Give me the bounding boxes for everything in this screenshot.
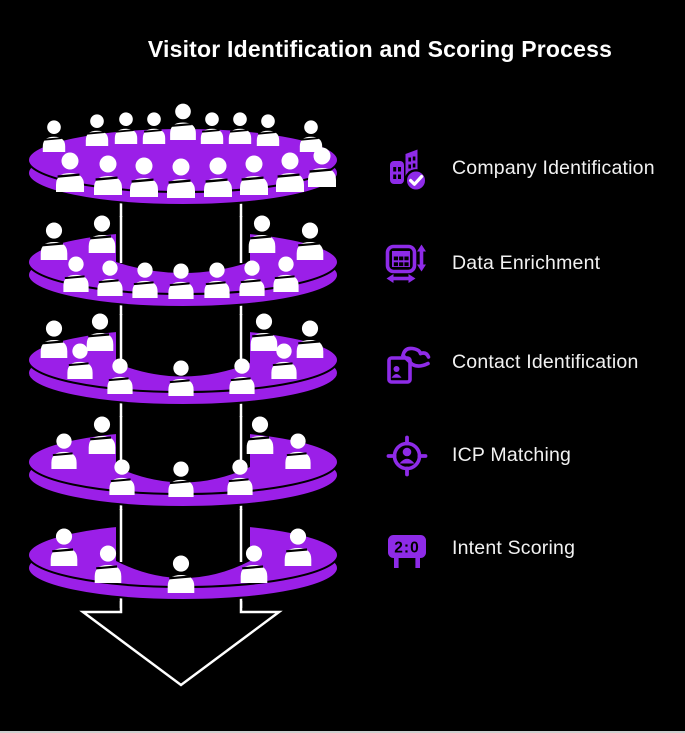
company-identification-icon [390,149,428,192]
person-icon [256,114,280,146]
disc-hole [116,315,250,377]
icp-matching-icon [386,435,428,477]
person-icon [85,114,109,146]
disc-hole [116,217,250,273]
disc-hole [116,417,250,483]
legend-label: Company Identification [452,156,655,179]
legend-row-icp-matching: ICP Matching [383,430,571,480]
legend-label: Contact Identification [452,350,639,373]
legend-row-data-enrichment: Data Enrichment [383,238,600,288]
down-arrow [79,601,283,687]
funnel-stage-3 [27,313,339,406]
funnel-stage-5 [27,509,339,601]
person-icon [42,120,66,152]
funnel-stage-4 [27,416,339,508]
disc-hole [116,510,250,578]
person-icon [114,112,138,144]
person-icon [170,103,196,140]
funnel-diagram [27,103,339,687]
legend-row-contact-identification: Contact Identification [383,337,639,387]
contact-identification-icon [387,346,431,384]
scoreboard-text: 2:0 [394,540,419,557]
funnel-stage-2 [27,215,339,308]
data-enrichment-icon [385,244,426,283]
page-title: Visitor Identification and Scoring Proce… [147,36,613,62]
legend-row-intent-scoring: 2:0 Intent Scoring [383,523,575,573]
funnel-stage-1 [27,103,339,206]
bottom-edge-strip [0,731,685,733]
legend-label: Data Enrichment [452,251,601,274]
legend-row-company-identification: Company Identification [383,143,655,193]
legend-label: Intent Scoring [452,536,576,559]
person-icon [228,112,252,144]
legend-label: ICP Matching [452,443,572,466]
person-icon [299,120,323,152]
intent-scoring-icon: 2:0 [388,535,426,568]
